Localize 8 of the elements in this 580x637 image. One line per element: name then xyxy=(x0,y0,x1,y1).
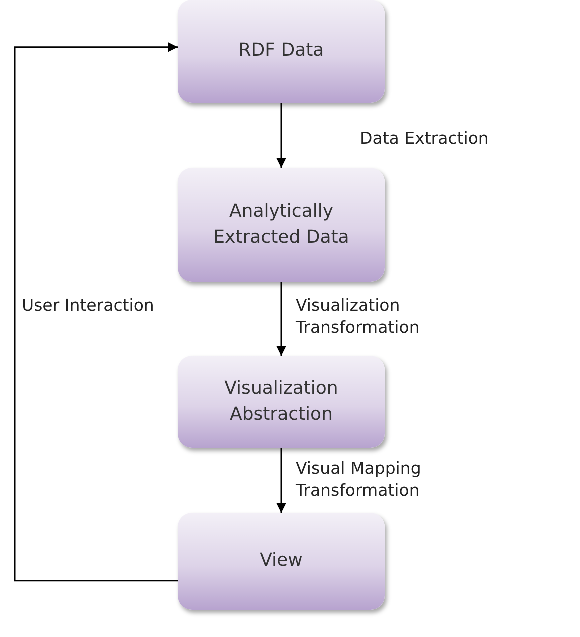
arrow xyxy=(14,42,178,582)
process-box: RDF Data xyxy=(178,0,385,103)
arrow xyxy=(276,103,286,168)
arrow xyxy=(276,282,286,356)
process-box: Visualization Abstraction xyxy=(178,356,385,448)
arrow xyxy=(276,448,286,513)
process-box: View xyxy=(178,513,385,610)
process-box: Analytically Extracted Data xyxy=(178,168,385,282)
